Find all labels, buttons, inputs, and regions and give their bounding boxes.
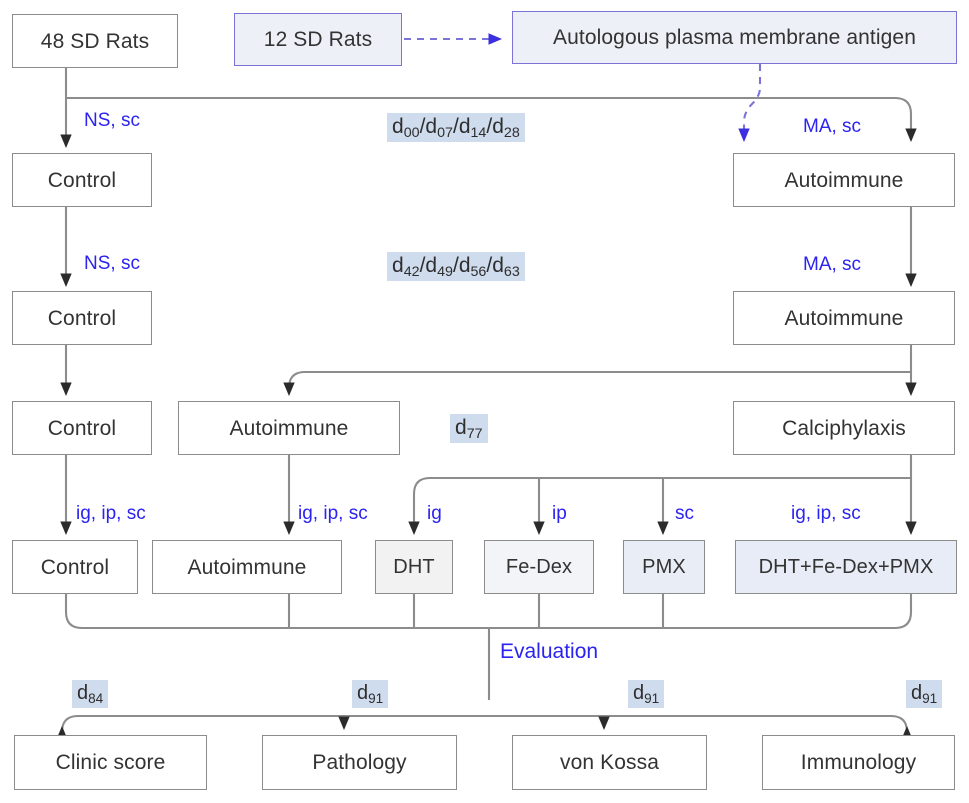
node-fe-dex[interactable]: Fe-Dex bbox=[484, 540, 594, 594]
node-label: Autoimmune bbox=[229, 416, 349, 440]
day-tag-text-phase-1: d00/d07/d14/d28 bbox=[392, 115, 520, 141]
node-autoimmune-3[interactable]: Autoimmune bbox=[178, 401, 400, 455]
node-label: Immunology bbox=[800, 751, 917, 774]
node-label: Pathology bbox=[312, 751, 407, 774]
node-label: Control bbox=[47, 168, 117, 192]
node-pmx[interactable]: PMX bbox=[623, 540, 705, 594]
node-label: Autoimmune bbox=[784, 168, 904, 192]
node-control-1[interactable]: Control bbox=[12, 153, 152, 207]
node-label: Fe-Dex bbox=[505, 556, 573, 578]
node-label: 48 SD Rats bbox=[40, 29, 150, 53]
day-tag-text-eval-immunology: d91 bbox=[911, 682, 938, 706]
node-label: Autoimmune bbox=[187, 555, 307, 579]
node-pathology[interactable]: Pathology bbox=[262, 735, 457, 790]
node-calciphylaxis[interactable]: Calciphylaxis bbox=[733, 401, 955, 455]
node-control-4[interactable]: Control bbox=[12, 540, 138, 594]
node-autoimmune-2[interactable]: Autoimmune bbox=[733, 291, 955, 345]
edge-label-ma-sc-1: MA, sc bbox=[803, 116, 862, 137]
day-tag-phase-1: d00/d07/d14/d28 bbox=[387, 113, 525, 143]
node-control-2[interactable]: Control bbox=[12, 291, 152, 345]
day-tag-text-eval-clinic: d84 bbox=[77, 682, 104, 706]
node-label: Control bbox=[47, 306, 117, 330]
node-autoimmune-1[interactable]: Autoimmune bbox=[733, 153, 955, 207]
edge-label-ig-ip-sc-1: ig, ip, sc bbox=[76, 503, 146, 524]
node-autoimmune-4[interactable]: Autoimmune bbox=[152, 540, 342, 594]
node-label: DHT bbox=[393, 556, 435, 578]
node-label: Clinic score bbox=[55, 751, 166, 774]
day-tag-text-phase-2: d42/d49/d56/d63 bbox=[392, 254, 520, 280]
node-label: Calciphylaxis bbox=[782, 416, 906, 440]
node-label: Control bbox=[40, 555, 110, 579]
node-dht-fedex-pmx[interactable]: DHT+Fe-Dex+PMX bbox=[735, 540, 957, 594]
node-label: DHT+Fe-Dex+PMX bbox=[758, 556, 934, 578]
node-48-sd-rats[interactable]: 48 SD Rats bbox=[12, 14, 178, 68]
edge-label-evaluation: Evaluation bbox=[500, 640, 599, 663]
node-dht[interactable]: DHT bbox=[375, 540, 453, 594]
day-tag-eval-immunology: d91 bbox=[906, 680, 943, 708]
edge-label-sc: sc bbox=[675, 503, 694, 524]
day-tag-phase-3: d77 bbox=[450, 414, 488, 444]
node-label: 12 SD Rats bbox=[263, 28, 373, 51]
node-antigen[interactable]: Autologous plasma membrane antigen bbox=[512, 11, 957, 64]
edge-label-ns-sc-1: NS, sc bbox=[84, 110, 140, 131]
node-label: Autologous plasma membrane antigen bbox=[553, 26, 916, 49]
edge-label-ma-sc-2: MA, sc bbox=[803, 254, 862, 275]
node-label: von Kossa bbox=[560, 751, 659, 774]
edge-label-ns-sc-2: NS, sc bbox=[84, 253, 140, 274]
node-control-3[interactable]: Control bbox=[12, 401, 152, 455]
node-von-kossa[interactable]: von Kossa bbox=[512, 735, 707, 790]
edge-label-ig-ip-sc-3: ig, ip, sc bbox=[791, 503, 861, 524]
edge-label-ip: ip bbox=[552, 503, 567, 524]
node-label: Control bbox=[47, 416, 117, 440]
day-tag-text-eval-pathology: d91 bbox=[357, 682, 384, 706]
node-clinic-score[interactable]: Clinic score bbox=[14, 735, 207, 790]
node-immunology[interactable]: Immunology bbox=[762, 735, 955, 790]
day-tag-eval-vonkossa: d91 bbox=[628, 680, 665, 708]
node-12-sd-rats[interactable]: 12 SD Rats bbox=[234, 13, 402, 66]
edge-label-ig: ig bbox=[427, 503, 442, 524]
day-tag-eval-clinic: d84 bbox=[72, 680, 109, 708]
day-tag-text-eval-vonkossa: d91 bbox=[633, 682, 660, 706]
edge-label-ig-ip-sc-2: ig, ip, sc bbox=[298, 503, 368, 524]
day-tag-phase-2: d42/d49/d56/d63 bbox=[387, 252, 525, 282]
node-label: Autoimmune bbox=[784, 306, 904, 330]
day-tag-text-phase-3: d77 bbox=[455, 416, 483, 442]
node-label: PMX bbox=[642, 556, 686, 578]
day-tag-eval-pathology: d91 bbox=[352, 680, 389, 708]
